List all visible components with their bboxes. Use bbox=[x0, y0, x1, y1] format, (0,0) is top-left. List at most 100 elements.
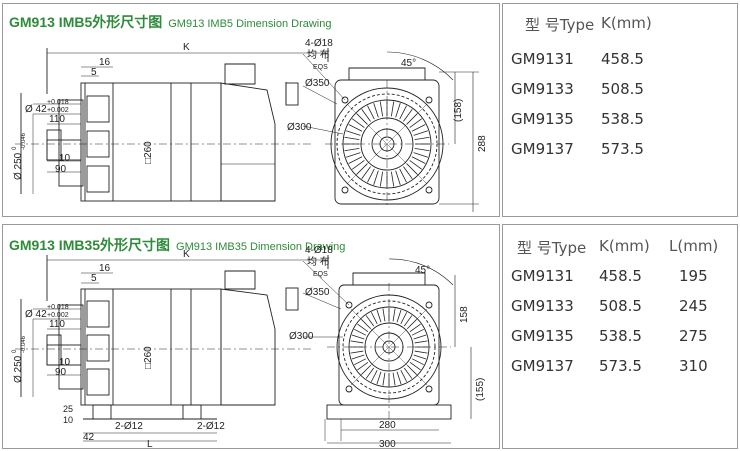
cooling-fin bbox=[414, 136, 430, 141]
table-cell: GM9135 bbox=[511, 110, 574, 128]
cooling-fin bbox=[344, 147, 360, 152]
dim-d350: Ø350 bbox=[305, 287, 330, 298]
dim-10: 10 bbox=[59, 357, 71, 368]
cooling-fin bbox=[403, 315, 413, 327]
dim-90: 90 bbox=[55, 367, 67, 378]
dim-holes: 4-Ø18 bbox=[305, 245, 333, 256]
dim-foot2: 2-Ø12 bbox=[197, 421, 225, 432]
table-cell: 538.5 bbox=[599, 327, 642, 345]
cooling-fin bbox=[392, 308, 396, 322]
table-cell: GM9133 bbox=[511, 80, 574, 98]
cooling-fin bbox=[348, 156, 363, 164]
cooling-fin bbox=[351, 160, 365, 170]
dim-16: 16 bbox=[99, 57, 111, 68]
cooling-fin bbox=[357, 323, 369, 333]
dim-tol-up: +0.018 bbox=[47, 99, 69, 106]
cooling-fin bbox=[413, 130, 429, 136]
cooling-fin bbox=[409, 160, 423, 170]
cooling-fin bbox=[354, 328, 367, 336]
dim-288: 288 bbox=[477, 135, 488, 152]
cooling-fin bbox=[400, 312, 408, 325]
dim-d250-tol-lo: -0.046 bbox=[21, 132, 27, 150]
dim-sq260: □260 bbox=[143, 141, 154, 164]
table-header-type: 型 号Type bbox=[517, 239, 587, 257]
table-cell: 508.5 bbox=[599, 297, 642, 315]
cooling-fin bbox=[403, 108, 413, 122]
table-cell: 458.5 bbox=[599, 267, 642, 285]
cooling-fin bbox=[379, 171, 384, 187]
dim-k: K bbox=[183, 42, 190, 53]
cooling-fin bbox=[414, 340, 428, 344]
cooling-fin bbox=[350, 350, 364, 354]
cooling-fin bbox=[348, 124, 363, 132]
dim-5: 5 bbox=[91, 273, 97, 284]
cooling-fin bbox=[407, 365, 417, 375]
dim-158: (158) bbox=[453, 99, 464, 122]
dim-90: 90 bbox=[55, 164, 67, 175]
cooling-fin bbox=[390, 101, 395, 117]
dim-10: 10 bbox=[59, 153, 71, 164]
dim-sq260: □260 bbox=[143, 346, 154, 369]
cooling-fin bbox=[354, 358, 367, 366]
dim-25: 25 bbox=[63, 404, 73, 414]
cooling-fin bbox=[376, 371, 382, 385]
cooling-fin bbox=[361, 108, 371, 122]
table-cell: 195 bbox=[679, 267, 708, 285]
table-cell: GM9137 bbox=[511, 357, 574, 375]
cooling-fin bbox=[382, 308, 386, 322]
cooling-fin bbox=[344, 136, 360, 141]
cooling-fin bbox=[399, 168, 407, 183]
dim-45: 45° bbox=[401, 58, 416, 69]
cooling-fin bbox=[403, 166, 413, 180]
dim-16: 16 bbox=[99, 263, 111, 274]
cooling-fin bbox=[370, 312, 378, 325]
cooling-fin bbox=[406, 113, 418, 125]
cooling-fin bbox=[395, 102, 401, 118]
dim-holes-cn: 均 布 bbox=[307, 256, 330, 268]
drawing-imb35-svg: K 16 5 +0.018 +0.002 Ø 42 110 10 90 Ø 25… bbox=[12, 245, 486, 450]
dim-eqs: EQS bbox=[313, 271, 328, 278]
cooling-fin bbox=[361, 365, 371, 375]
table-header-k: K(mm) bbox=[601, 14, 652, 32]
dim-280: 280 bbox=[379, 420, 396, 431]
cooling-fin bbox=[351, 118, 365, 128]
table-cell: 573.5 bbox=[599, 357, 642, 375]
cooling-fin bbox=[409, 118, 423, 128]
table-panel-imb35: 型 号Type K(mm) L(mm) GM9131 458.5 195 GM9… bbox=[502, 224, 738, 449]
table-cell: 458.5 bbox=[601, 50, 644, 68]
cooling-fin bbox=[399, 105, 407, 120]
dim-300: 300 bbox=[379, 439, 396, 450]
table-cell: 245 bbox=[679, 297, 708, 315]
dim-d250-tol-lo: -0.046 bbox=[21, 335, 27, 353]
cooling-fin bbox=[345, 130, 361, 136]
table-header-k: K(mm) bbox=[599, 237, 650, 255]
spec-table-imb35: 型 号Type K(mm) L(mm) GM9131 458.5 195 GM9… bbox=[503, 225, 739, 450]
dim-foot1: 2-Ø12 bbox=[115, 421, 143, 432]
cooling-fin bbox=[365, 315, 375, 327]
cooling-fin bbox=[392, 372, 396, 386]
table-cell: GM9131 bbox=[511, 50, 574, 68]
dim-110: 110 bbox=[49, 114, 65, 125]
dim-eqs: EQS bbox=[313, 64, 328, 71]
dim-110: 110 bbox=[49, 319, 65, 330]
cooling-fin bbox=[396, 309, 402, 323]
dim-d250: Ø 250 bbox=[13, 152, 24, 180]
dim-42: 42 bbox=[83, 432, 95, 443]
dim-45: 45° bbox=[415, 265, 430, 276]
cooling-fin bbox=[411, 358, 424, 366]
table-panel-imb5: 型 号Type K(mm) GM9131 458.5 GM9133 508.5 … bbox=[502, 3, 738, 217]
table-header-type: 型 号Type bbox=[525, 16, 595, 34]
table-header-l: L(mm) bbox=[669, 237, 719, 255]
cooling-fin bbox=[413, 334, 427, 340]
cooling-fin bbox=[411, 124, 426, 132]
cooling-fin bbox=[396, 371, 402, 385]
cooling-fin bbox=[409, 361, 421, 371]
cooling-fin bbox=[413, 152, 429, 158]
cooling-fin bbox=[414, 350, 428, 354]
dim-tol-lo: +0.002 bbox=[47, 107, 69, 114]
table-cell: 508.5 bbox=[601, 80, 644, 98]
cooling-fin bbox=[370, 369, 378, 382]
